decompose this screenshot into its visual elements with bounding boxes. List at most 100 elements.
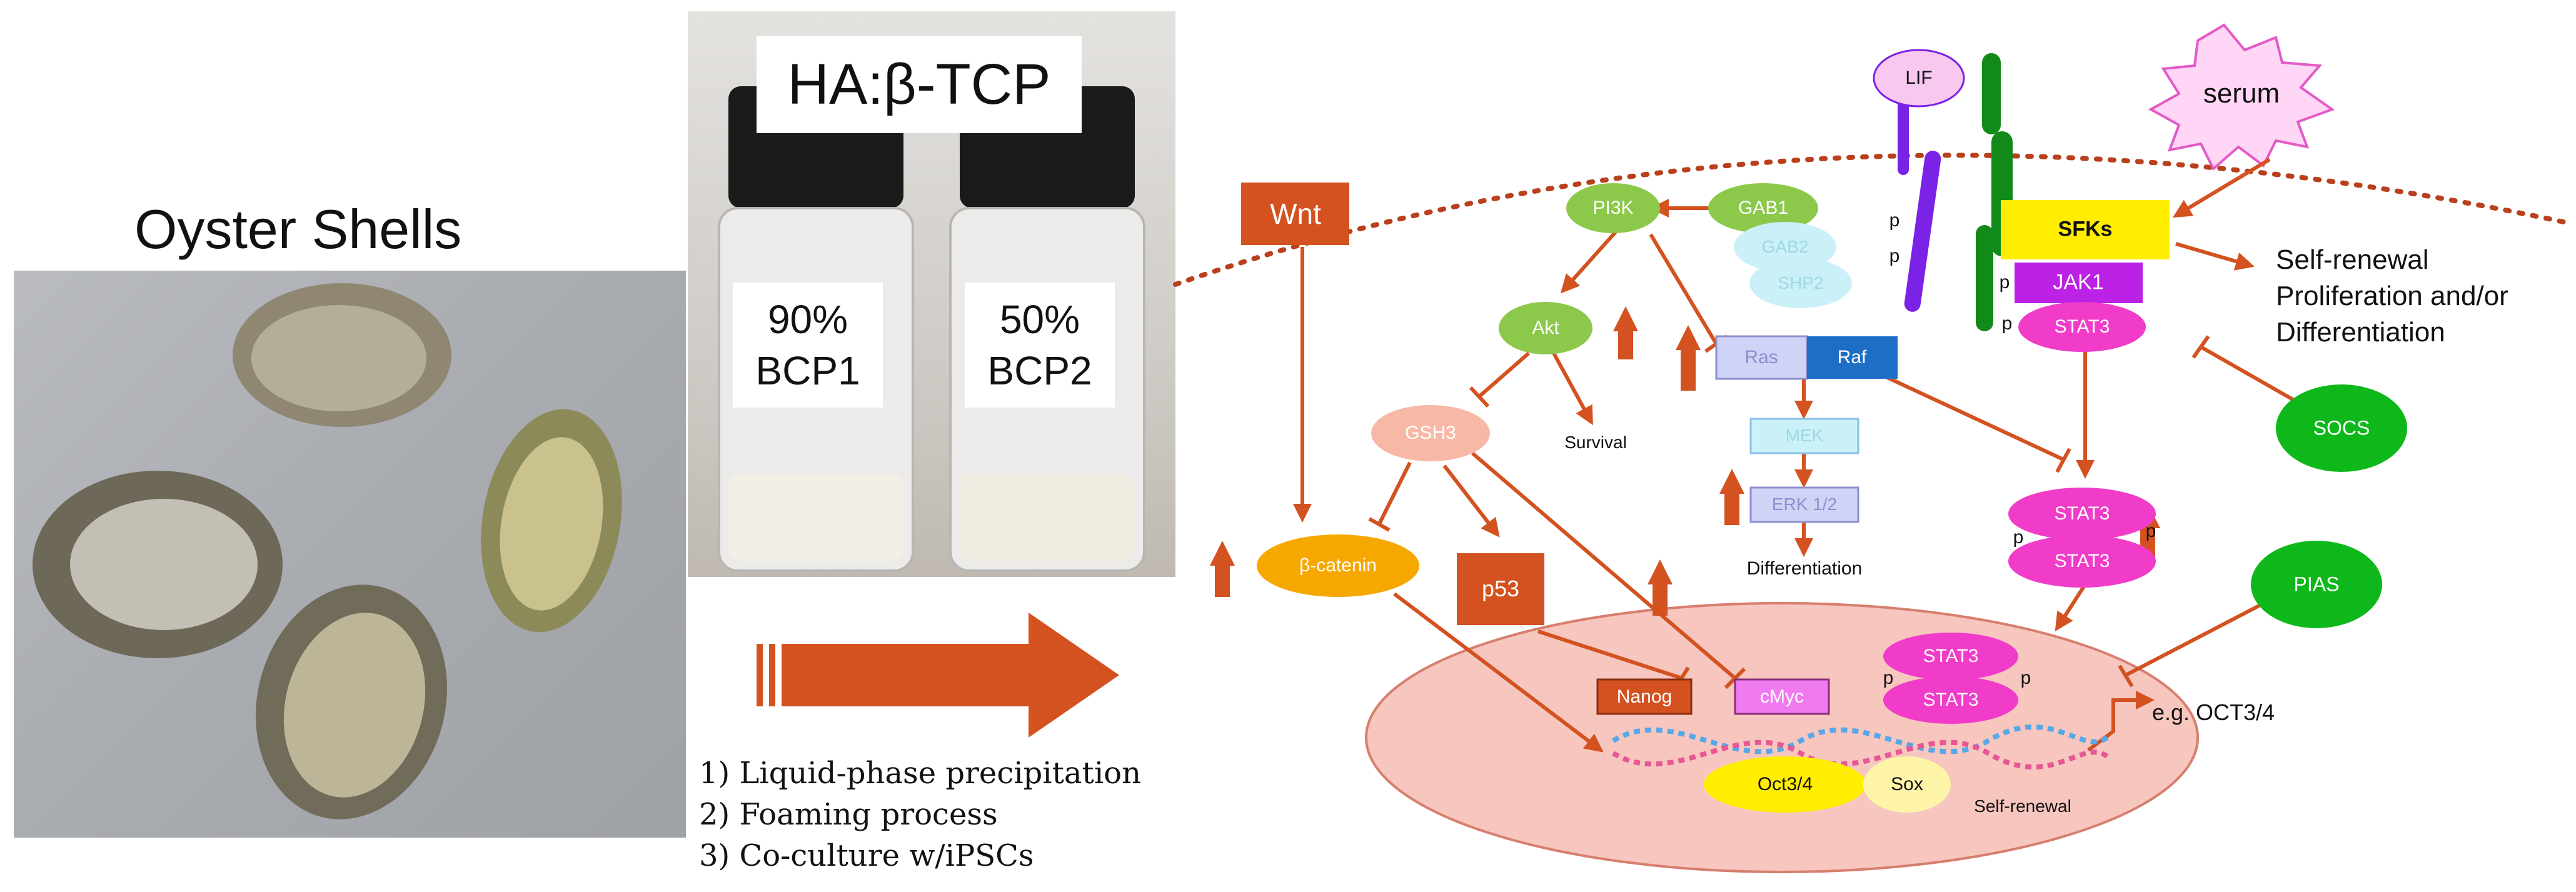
edge-gsh3-cmyc	[1471, 451, 1736, 680]
p53-label: p53	[1481, 576, 1520, 601]
outcome-line-1: Self-renewal	[2276, 244, 2429, 275]
edge-socs-stat3	[2200, 345, 2312, 411]
oct34-label: Oct3/4	[1757, 774, 1813, 794]
vial-1-label: 90% BCP1	[733, 283, 883, 408]
ras-label: Ras	[1744, 347, 1778, 368]
sfks-node	[2001, 200, 2170, 259]
serum-star	[2148, 23, 2335, 171]
pias-label: PIAS	[2293, 573, 2340, 596]
survival-label: Survival	[1564, 433, 1627, 452]
pi3k-label: PI3K	[1592, 198, 1634, 218]
erk-label: ERK 1/2	[1771, 494, 1838, 514]
gp130-bar-3	[1976, 225, 1993, 331]
jak1-label: JAK1	[2053, 270, 2104, 294]
vial-2-percent: 50%	[999, 297, 1080, 342]
edge-akt-gsh3	[1477, 351, 1530, 399]
sfks-label: SFKs	[2058, 217, 2113, 241]
edge-betacat-nucleus	[1393, 592, 1604, 753]
edge-p53-nanog	[1537, 629, 1683, 680]
stat3-dimer-top-label: STAT3	[2054, 503, 2110, 524]
oyster-shells-photo	[14, 271, 686, 838]
self-renewal-nucleus-label: Self-renewal	[1974, 796, 2071, 816]
stat3-nuc-bottom-node	[1883, 676, 2018, 724]
phospho-label-2: p	[1889, 246, 1900, 266]
ha-tcp-label: HA:β-TCP	[757, 36, 1082, 133]
vial-2-name: BCP2	[987, 348, 1092, 393]
step-1: 1) Liquid-phase precipitation	[699, 756, 1141, 791]
akt-node	[1499, 302, 1592, 354]
stat3-membrane-node	[2018, 302, 2146, 352]
ras-node	[1715, 335, 1808, 380]
phospho-label-3: p	[1999, 272, 2010, 293]
lif-receptor-bar	[1904, 151, 1941, 312]
gp130-bar	[1982, 53, 2001, 134]
edge-sfks-outcome	[2175, 242, 2255, 271]
up-arrow-betacat	[1210, 541, 1235, 597]
nanog-node	[1596, 678, 1693, 715]
edge-oct-transcription	[2087, 691, 2155, 752]
edge-dimer-nucleus	[2055, 583, 2087, 632]
stat3-dimer-bottom-node	[2008, 535, 2156, 588]
up-arrow-ras	[1676, 325, 1701, 391]
edge-raf-stat3-bar	[2055, 448, 2071, 473]
stat3-dimer-bottom-label: STAT3	[2054, 551, 2110, 571]
raf-label: Raf	[1837, 347, 1867, 368]
phospho-label-4: p	[2001, 313, 2013, 334]
outcome-line-3: Differentiation	[2276, 317, 2445, 348]
socs-node	[2276, 384, 2407, 472]
gab1-node	[1708, 183, 1818, 233]
process-arrow	[757, 613, 1119, 738]
differentiation-label: Differentiation	[1746, 558, 1863, 579]
gab1-label: GAB1	[1738, 198, 1789, 218]
mek-node	[1749, 418, 1859, 454]
gsh3-node	[1371, 405, 1490, 461]
process-steps: 1) Liquid-phase precipitation 2) Foaming…	[699, 753, 1141, 876]
edge-gsh3-betacat	[1377, 461, 1412, 526]
vial-2-label: 50% BCP2	[965, 283, 1115, 408]
edge-akt-survival	[1552, 352, 1593, 426]
vial-1-name: BCP1	[755, 348, 860, 393]
beta-catenin-node	[1257, 534, 1419, 597]
stat3-nuc-bottom-label: STAT3	[1923, 689, 1979, 710]
sox-label: Sox	[1891, 774, 1923, 794]
up-arrow-erk	[1719, 469, 1744, 525]
lif-node	[1873, 49, 1965, 108]
stat3-nuc-top-node	[1883, 633, 2018, 680]
step-2: 2) Foaming process	[699, 797, 998, 832]
stat3-dimer-top-node	[2008, 488, 2156, 540]
lif-label: LIF	[1905, 68, 1933, 88]
phospho-label-6: p	[2145, 521, 2156, 541]
jak1-node	[2015, 263, 2143, 303]
raf-node	[1807, 336, 1898, 379]
cmyc-label: cMyc	[1760, 686, 1804, 707]
phospho-label-1: p	[1889, 210, 1900, 231]
nanog-label: Nanog	[1616, 686, 1673, 707]
oyster-shells-title: Oyster Shells	[134, 198, 462, 260]
lif-receptor-bar-2	[1898, 100, 1909, 175]
shp2-node	[1749, 258, 1852, 308]
edge-akt-gsh3-bar	[1469, 386, 1490, 408]
wnt-node	[1241, 183, 1349, 245]
edge-pi3k-ras	[1649, 233, 1718, 345]
cell-membrane	[1173, 153, 2566, 287]
gab2-label: GAB2	[1761, 237, 1809, 256]
p53-node	[1457, 553, 1544, 625]
shp2-label: SHP2	[1778, 273, 1824, 293]
phospho-label-7: p	[1883, 668, 1894, 688]
wnt-label: Wnt	[1270, 198, 1321, 230]
edge-pi3k-akt	[1560, 229, 1618, 294]
step-3: 3) Co-culture w/iPSCs	[699, 838, 1034, 873]
beta-catenin-label: β-catenin	[1299, 555, 1377, 576]
pi3k-node	[1566, 183, 1660, 233]
edge-serum-sfks	[2172, 158, 2271, 218]
edge-pias-stat3-bar	[2118, 664, 2134, 688]
gsh3-label: GSH3	[1405, 423, 1456, 443]
edge-gsh3-cmyc-bar	[1724, 667, 1746, 689]
dna-helix	[1611, 724, 2109, 769]
eg-oct-label: e.g. OCT3/4	[2151, 699, 2275, 725]
edge-socs-stat3-bar	[2191, 335, 2210, 359]
edge-raf-stat3	[1881, 373, 2065, 461]
outcome-line-2: Proliferation and/or	[2276, 281, 2508, 311]
outcome-text: Self-renewal Proliferation and/or Differ…	[2276, 242, 2508, 351]
cmyc-node	[1734, 678, 1830, 715]
